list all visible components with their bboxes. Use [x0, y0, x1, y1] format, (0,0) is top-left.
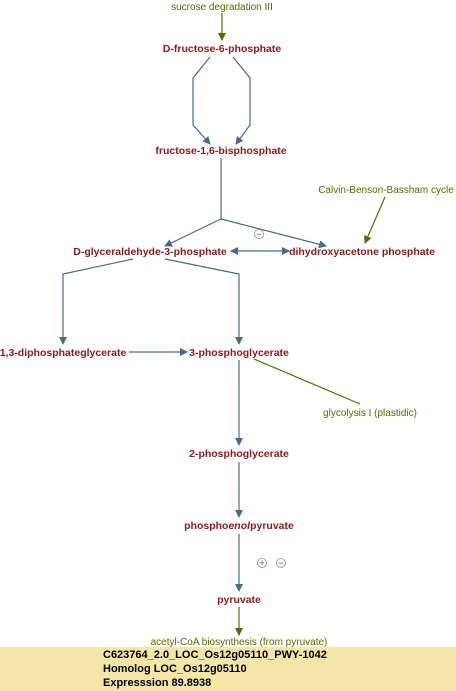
metabolite-2pg[interactable]: 2-phosphoglycerate — [189, 448, 289, 460]
edge-f6p-to-fbp-left — [192, 56, 211, 145]
regulator-minus-1[interactable]: − — [254, 229, 264, 239]
metabolite-gap[interactable]: D-glyceraldehyde-3-phosphate — [73, 246, 227, 258]
edge-gap-to-3pg — [164, 258, 243, 345]
pathway-sucrose-degradation[interactable]: sucrose degradation III — [171, 2, 273, 13]
metabolite-pep[interactable]: phosphoenolpyruvate — [184, 520, 294, 532]
info-gene-id: C623764_2.0_LOC_Os12g05110_PWY-1042 — [103, 649, 327, 661]
metabolite-pyruvate[interactable]: pyruvate — [217, 594, 261, 606]
svg-text:+: + — [259, 558, 264, 568]
info-expression: Expresssion 89.8938 — [103, 677, 212, 689]
edge-fbp-to-gap — [164, 218, 222, 247]
edge-3pg-to-glycolysis — [253, 358, 361, 405]
svg-text:−: − — [256, 229, 261, 239]
edge-gap-to-bpg — [59, 258, 134, 345]
pathway-acetyl-coa[interactable]: acetyl-CoA biosynthesis (from pyruvate) — [151, 637, 328, 647]
metabolite-bpg[interactable]: 1,3-diphosphateglycerate — [0, 347, 126, 359]
metabolite-3pg[interactable]: 3-phosphoglycerate — [189, 347, 289, 359]
metabolite-fbp[interactable]: fructose-1,6-bisphosphate — [155, 145, 286, 157]
pathway-glycolysis[interactable]: glycolysis I (plastidic) — [323, 408, 417, 419]
metabolite-f6p[interactable]: D-fructose-6-phosphate — [163, 43, 282, 55]
edge-f6p-to-fbp-right — [232, 56, 251, 145]
pathway-diagram: − + − sucrose degradation III Calvin-Ben… — [0, 2, 454, 647]
regulator-plus[interactable]: + — [257, 558, 267, 568]
svg-text:−: − — [278, 558, 283, 568]
pathway-calvin-cycle[interactable]: Calvin-Benson-Bassham cycle — [318, 185, 454, 196]
info-panel: C623764_2.0_LOC_Os12g05110_PWY-1042 Homo… — [0, 647, 456, 691]
regulator-minus-2[interactable]: − — [276, 558, 286, 568]
edge-fbp-to-dhap — [220, 218, 327, 249]
info-homolog: Homolog LOC_Os12g05110 — [103, 663, 247, 675]
metabolite-dhap[interactable]: dihydroxyacetone phosphate — [289, 246, 435, 258]
edge-calvin-to-dhap — [364, 196, 386, 244]
